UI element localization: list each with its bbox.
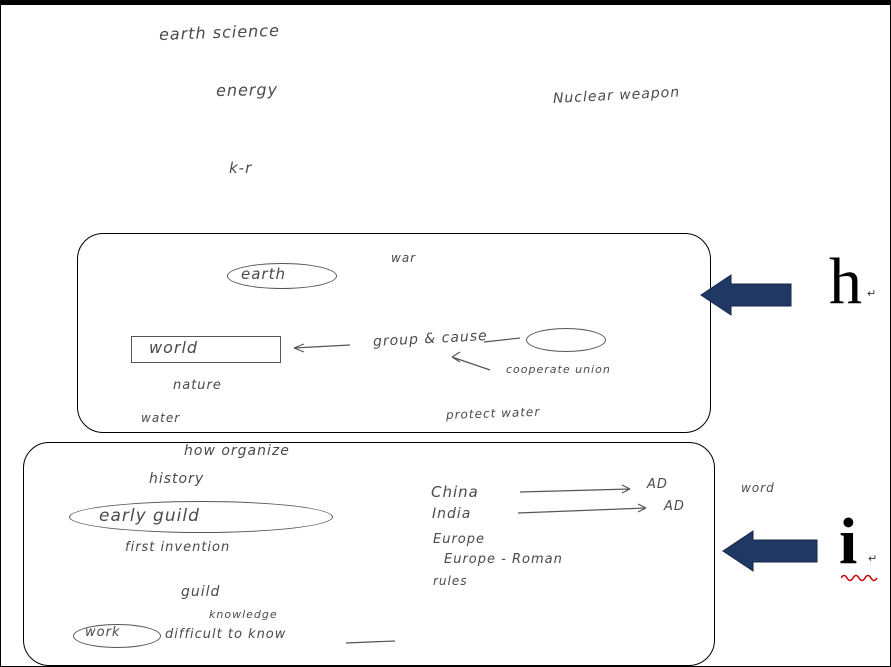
note-rules: rules bbox=[433, 574, 468, 588]
note-word: word bbox=[741, 481, 775, 495]
early-guild-circle bbox=[69, 501, 333, 533]
panel-i bbox=[23, 442, 715, 666]
note-how-organize: how organize bbox=[184, 443, 290, 459]
return-mark-h: ↵ bbox=[867, 287, 877, 300]
note-knowledge: knowledge bbox=[209, 608, 278, 621]
note-kr: k-r bbox=[229, 159, 253, 177]
note-china: China bbox=[431, 483, 479, 501]
return-mark-i: ↵ bbox=[868, 552, 878, 565]
note-nature: nature bbox=[173, 378, 222, 393]
note-cooperate: cooperate union bbox=[506, 363, 611, 376]
note-ad: AD bbox=[647, 477, 668, 492]
left-arrow-icon bbox=[722, 530, 818, 572]
note-europe-roman: Europe - Roman bbox=[444, 552, 563, 567]
note-guild: guild bbox=[181, 584, 221, 600]
note-early-guild: early guild bbox=[99, 506, 200, 526]
note-work: work bbox=[85, 625, 121, 640]
note-ad-india: AD bbox=[664, 499, 685, 514]
panel-h bbox=[77, 233, 711, 433]
earth-circle bbox=[227, 263, 337, 289]
note-europe: Europe bbox=[433, 532, 486, 547]
note-war: war bbox=[391, 251, 417, 265]
label-h: h bbox=[829, 245, 862, 318]
cause-circle bbox=[526, 328, 606, 352]
note-first-invention: first invention bbox=[125, 540, 231, 555]
note-water: water bbox=[141, 411, 181, 425]
note-difficult: difficult to know bbox=[165, 627, 287, 642]
top-border bbox=[1, 1, 891, 5]
note-world: world bbox=[149, 338, 199, 357]
spellcheck-squiggle bbox=[841, 574, 878, 582]
left-arrow-icon bbox=[700, 274, 792, 316]
world-box bbox=[131, 336, 281, 363]
note-history: history bbox=[149, 471, 205, 487]
note-earth: earth bbox=[241, 265, 286, 283]
label-i: i bbox=[839, 505, 858, 578]
note-india: India bbox=[432, 506, 472, 522]
work-circle bbox=[73, 624, 161, 648]
